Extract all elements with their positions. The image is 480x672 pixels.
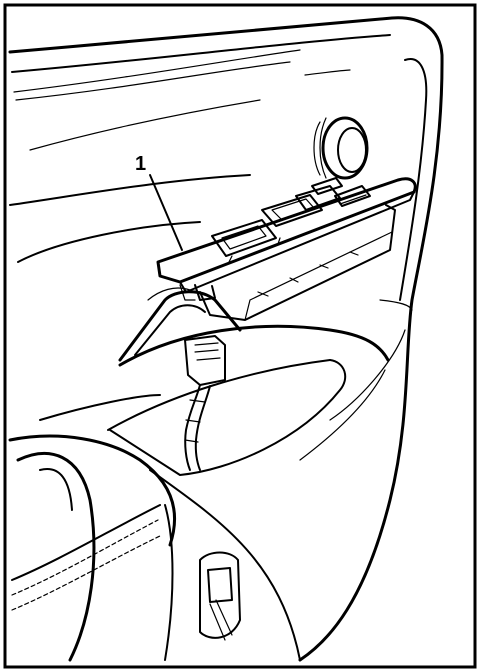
- map-pocket: [11, 452, 174, 662]
- window-switch-assembly: [156, 177, 417, 321]
- door-lock-knob: [313, 116, 369, 180]
- figure-border: [3, 3, 477, 669]
- door-panel: [8, 16, 444, 662]
- callout-1-leader: [149, 174, 183, 251]
- armrest: [8, 324, 406, 661]
- door-handle-recess: [199, 551, 241, 641]
- callout-1: 1: [135, 153, 183, 251]
- wiring-harness-connector: [184, 335, 226, 471]
- callout-1-label: 1: [135, 153, 146, 175]
